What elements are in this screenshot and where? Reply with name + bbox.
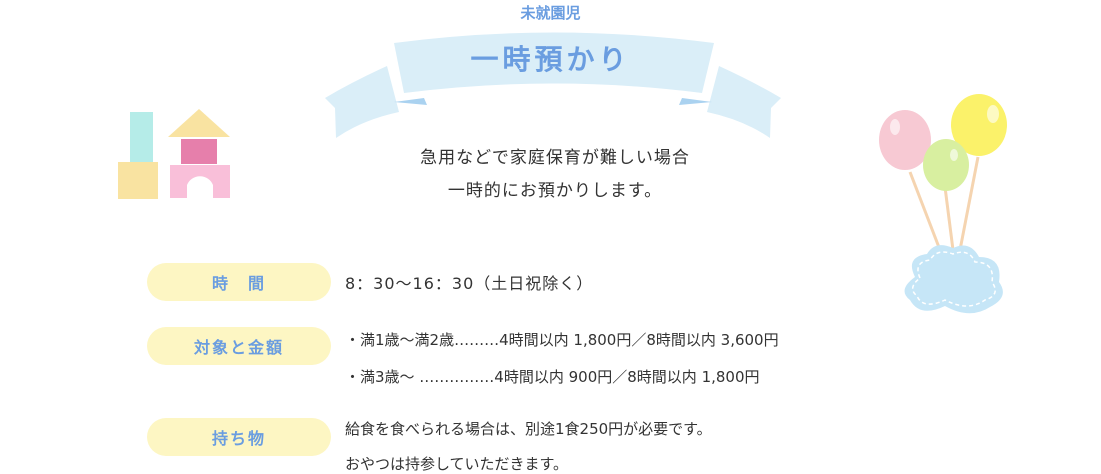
balloons-cloud-icon — [879, 94, 1007, 314]
page-title: 一時預かり — [470, 43, 631, 76]
hours-value: 8：30〜16：30（土日祝除く） — [345, 274, 594, 293]
description-line: 急用などで家庭保育が難しい場合 — [420, 148, 690, 168]
belongings-line: おやつは持参していただきます。 — [345, 455, 569, 473]
fee-line: ・満1歳〜満2歳………4時間以内 1,800円／8時間以内 3,600円 — [345, 331, 779, 349]
label-target-fee: 対象と金額 — [147, 327, 331, 365]
belongings-line: 給食を食べられる場合は、別途1食250円が必要です。 — [345, 420, 712, 438]
section-subtitle: 未就園児 — [520, 4, 581, 22]
label-hours: 時 間 — [147, 263, 331, 301]
label-belongings: 持ち物 — [147, 418, 331, 456]
toy-blocks-icon — [118, 109, 230, 199]
ribbon-banner-icon — [325, 32, 781, 138]
fee-line: ・満3歳〜 ……………4時間以内 900円／8時間以内 1,800円 — [345, 368, 760, 386]
description-line: 一時的にお預かりします。 — [447, 181, 663, 201]
